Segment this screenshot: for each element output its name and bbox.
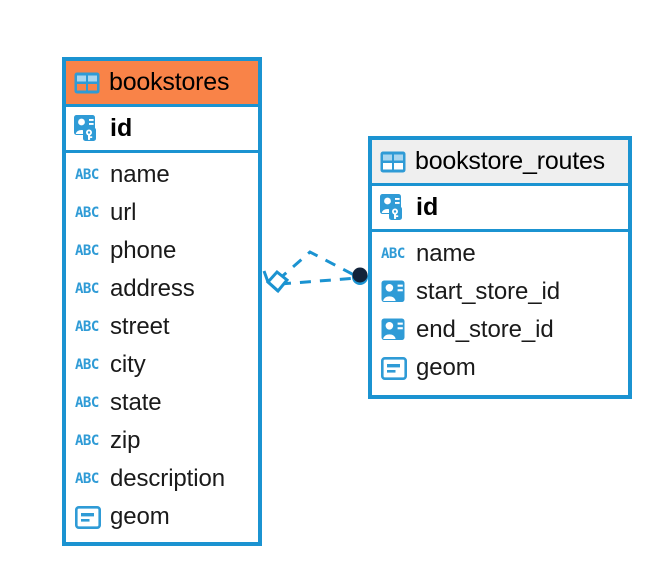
key-icon (74, 115, 101, 142)
field-label: geom (110, 503, 170, 530)
field-label: city (110, 351, 146, 378)
entity-title: bookstores (109, 68, 230, 96)
field-row-state[interactable]: ABC state (66, 384, 258, 422)
field-row-description[interactable]: ABC description (66, 460, 258, 498)
field-label: geom (416, 354, 476, 381)
field-label: name (110, 161, 170, 188)
abc-icon: ABC (75, 395, 99, 411)
diamond-tail (262, 270, 280, 293)
field-label: zip (110, 427, 141, 454)
fk-icon (381, 318, 407, 342)
field-row-geom[interactable]: geom (66, 498, 258, 536)
relationship-connector[interactable] (258, 238, 374, 310)
field-row-geom[interactable]: geom (372, 349, 628, 387)
abc-icon: ABC (75, 281, 99, 297)
fk-icon (381, 280, 407, 304)
field-label: phone (110, 237, 177, 264)
field-label: url (110, 199, 137, 226)
field-row-url[interactable]: ABC url (66, 194, 258, 232)
target-marker (352, 267, 368, 283)
geom-icon (380, 356, 407, 380)
field-row-city[interactable]: ABC city (66, 346, 258, 384)
field-row-start-store-id[interactable]: start_store_id (372, 273, 628, 311)
field-label: street (110, 313, 170, 340)
field-row-phone[interactable]: ABC phone (66, 232, 258, 270)
field-row-address[interactable]: ABC address (66, 270, 258, 308)
field-row-zip[interactable]: ABC zip (66, 422, 258, 460)
abc-icon: ABC (75, 205, 99, 221)
abc-icon: ABC (75, 433, 99, 449)
abc-icon: ABC (75, 167, 99, 183)
field-row-name[interactable]: ABC name (66, 156, 258, 194)
field-label: id (110, 114, 133, 142)
table-icon (380, 151, 406, 173)
geom-icon (74, 505, 101, 529)
field-label: end_store_id (416, 316, 554, 343)
field-label: name (416, 240, 476, 267)
field-row-id[interactable]: id (372, 186, 628, 232)
field-row-name[interactable]: ABC name (372, 235, 628, 273)
field-row-street[interactable]: ABC street (66, 308, 258, 346)
entity-header-bookstore-routes[interactable]: bookstore_routes (372, 140, 628, 186)
abc-icon: ABC (75, 319, 99, 335)
field-list-bookstores: ABC name ABC url ABC phone ABC address A… (66, 153, 258, 536)
abc-icon: ABC (75, 471, 99, 487)
entity-title: bookstore_routes (415, 147, 605, 175)
field-label: id (416, 193, 439, 221)
abc-icon: ABC (75, 243, 99, 259)
entity-bookstore-routes[interactable]: bookstore_routes id (368, 136, 632, 399)
abc-icon: ABC (381, 246, 405, 262)
entity-bookstores[interactable]: bookstores id (62, 57, 262, 546)
field-row-end-store-id[interactable]: end_store_id (372, 311, 628, 349)
relationship-line-upper (277, 250, 359, 282)
field-label: start_store_id (416, 278, 561, 305)
abc-icon: ABC (75, 357, 99, 373)
field-row-id[interactable]: id (66, 107, 258, 153)
entity-header-bookstores[interactable]: bookstores (66, 61, 258, 107)
field-label: description (110, 465, 225, 492)
field-label: state (110, 389, 162, 416)
key-icon (380, 194, 407, 221)
field-label: address (110, 275, 195, 302)
table-icon (74, 72, 100, 94)
relationship-line-lower (279, 276, 359, 286)
field-list-bookstore-routes: ABC name start_store_id (372, 232, 628, 387)
